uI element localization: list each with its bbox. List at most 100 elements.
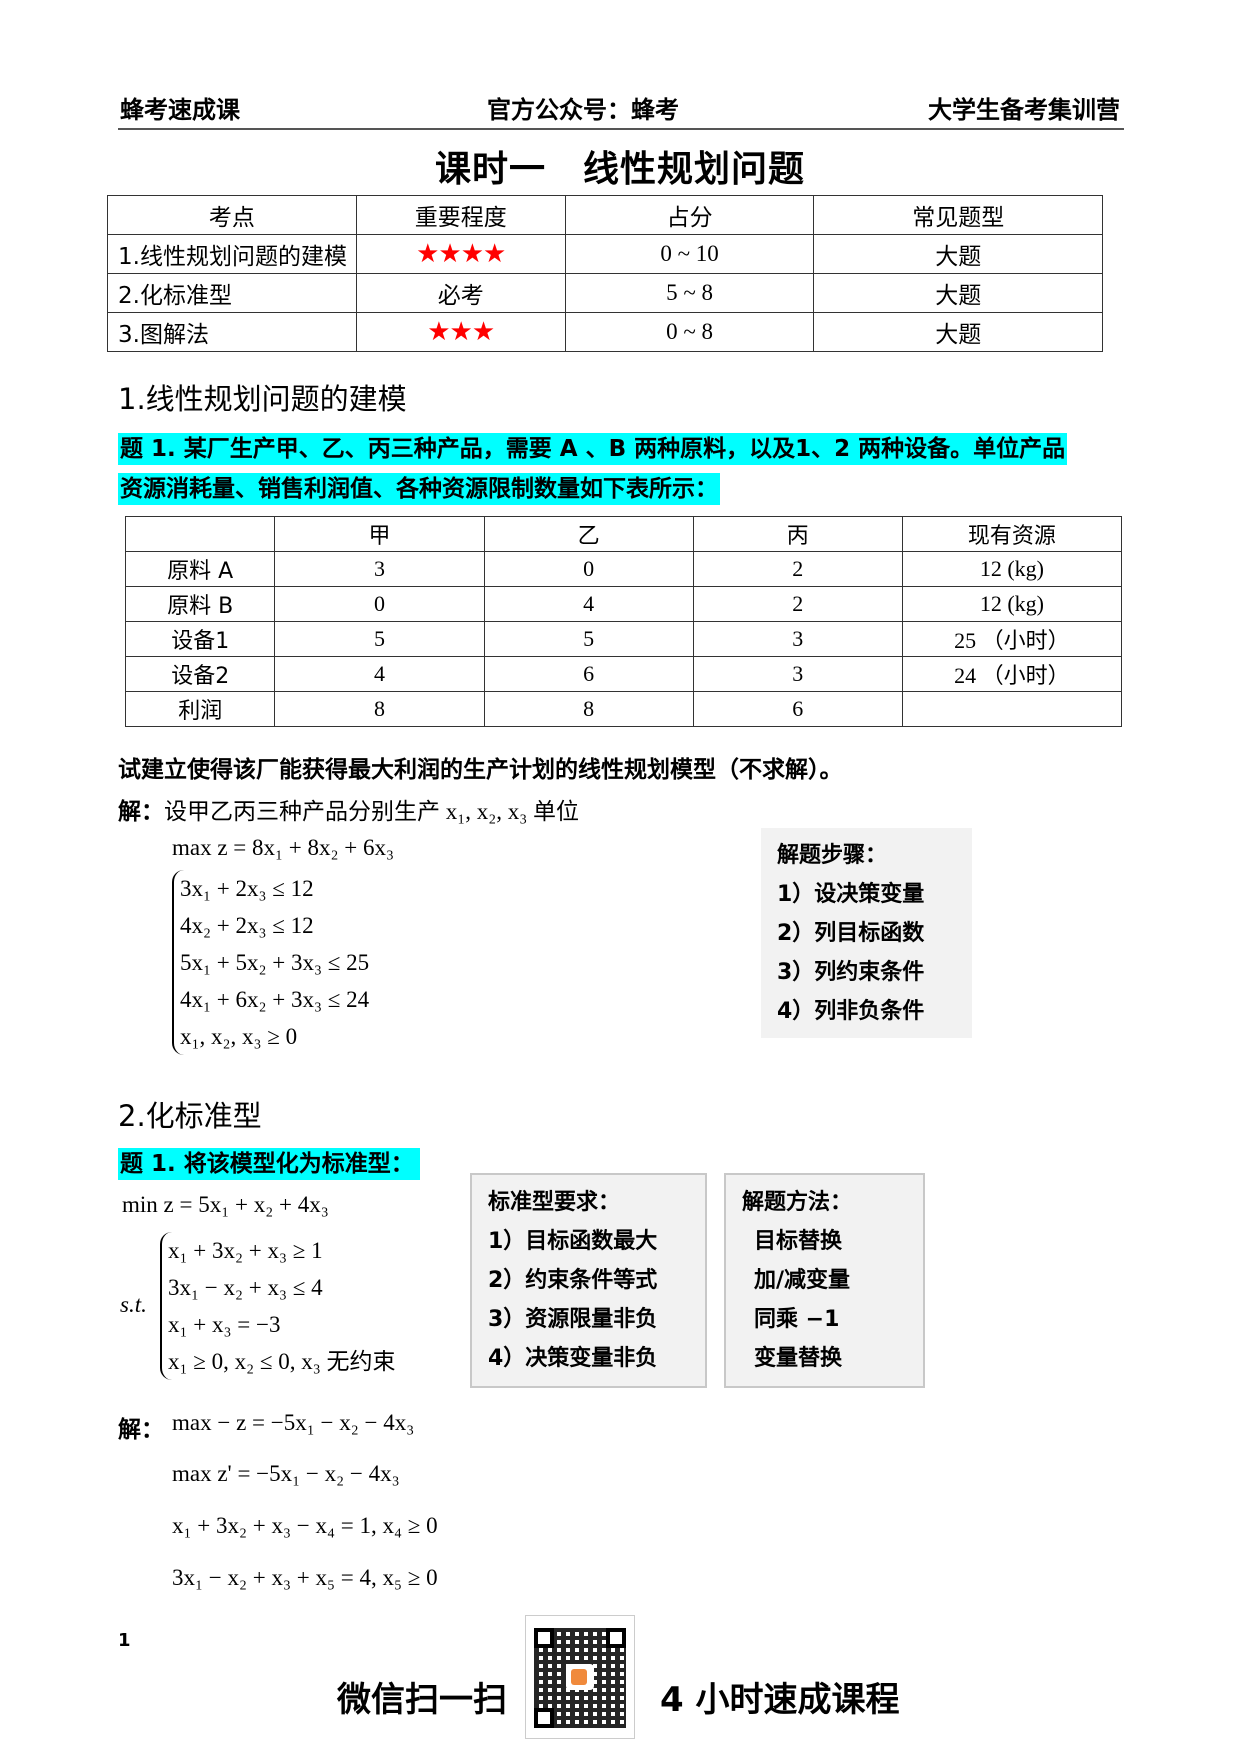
- requirement-item: 4）决策变量非负: [488, 1346, 658, 1371]
- table-row: 设备2 4 6 3 24 （小时）: [124, 656, 1123, 692]
- cell: 3: [692, 656, 903, 692]
- steps-title: 解题步骤：: [777, 843, 888, 868]
- box-title: 解题方法：: [742, 1190, 853, 1215]
- column-header: 现有资源: [901, 516, 1123, 552]
- requirement-item: 1）目标函数最大: [488, 1229, 658, 1254]
- score-cell: 0 ~ 10: [564, 234, 815, 274]
- topic-cell: 1.线性规划问题的建模: [107, 234, 357, 274]
- column-header: [124, 516, 276, 552]
- solution-methods-box: 解题方法： 目标替换 加/减变量 同乘 −1 变量替换: [724, 1173, 925, 1388]
- score-cell: 0 ~ 8: [564, 312, 815, 352]
- table-row: 1.线性规划问题的建模 ★★★★ 0 ~ 10 大题: [107, 234, 1103, 274]
- cell: 2: [692, 586, 903, 622]
- constraint: x₁ + x₃ = −3: [168, 1312, 281, 1337]
- column-header: 重要程度: [355, 195, 566, 235]
- column-header: 常见题型: [813, 195, 1103, 235]
- table-row: 原料 A 3 0 2 12 (kg): [124, 551, 1123, 587]
- st-label: s.t.: [120, 1292, 147, 1317]
- constraint: x₁ + 3x₂ + x₃ ≥ 1: [168, 1238, 323, 1263]
- cell: 5: [483, 621, 694, 657]
- table-row: 2.化标准型 必考 5 ~ 8 大题: [107, 273, 1103, 313]
- column-header: 考点: [107, 195, 357, 235]
- solution-line: max z' = −5x₁ − x₂ − 4x₃: [172, 1461, 400, 1486]
- cell: 3: [274, 551, 485, 587]
- topic-cell: 3.图解法: [107, 312, 357, 352]
- header-camp: 大学生备考集训营: [928, 96, 1120, 124]
- constraint: 5x₁ + 5x₂ + 3x₃ ≤ 25: [180, 950, 370, 975]
- cell: 0: [274, 586, 485, 622]
- row-label: 利润: [124, 691, 276, 727]
- column-header: 丙: [692, 516, 903, 552]
- cell: 3: [692, 621, 903, 657]
- table-row: 利润 8 8 6: [124, 691, 1123, 727]
- qr-finder-icon: [534, 1628, 554, 1648]
- standard-form-requirements-box: 标准型要求： 1）目标函数最大 2）约束条件等式 3）资源限量非负 4）决策变量…: [470, 1173, 707, 1388]
- question-highlight: 题 1. 将该模型化为标准型：: [118, 1148, 420, 1180]
- importance-stars: ★★★★: [355, 234, 566, 274]
- type-cell: 大题: [813, 312, 1103, 352]
- constraint-system: x₁ + 3x₂ + x₃ ≥ 1 3x₁ − x₂ + x₃ ≤ 4 x₁ +…: [160, 1232, 448, 1380]
- qr-code-icon[interactable]: [525, 1615, 635, 1739]
- section-heading-modeling: 1.线性规划问题的建模: [118, 382, 407, 416]
- row-label: 设备1: [124, 621, 276, 657]
- requirement-item: 3）资源限量非负: [488, 1307, 658, 1332]
- table-row: 3.图解法 ★★★ 0 ~ 8 大题: [107, 312, 1103, 352]
- table-row: 设备1 5 5 3 25 （小时）: [124, 621, 1123, 657]
- topic-cell: 2.化标准型: [107, 273, 357, 313]
- objective-function: max z = 8x₁ + 8x₂ + 6x₃: [172, 835, 395, 860]
- method-item: 变量替换: [754, 1346, 843, 1371]
- constraint: 3x₁ + 2x₃ ≤ 12: [180, 876, 314, 901]
- row-label: 原料 A: [124, 551, 276, 587]
- cell: 5: [274, 621, 485, 657]
- header-official-account: 官方公众号：蜂考: [487, 96, 679, 124]
- objective-function: min z = 5x₁ + x₂ + 4x₃: [122, 1192, 329, 1217]
- importance-text: 必考: [355, 273, 566, 313]
- method-item: 加/减变量: [754, 1268, 851, 1293]
- method-item: 同乘 −1: [754, 1307, 840, 1332]
- qr-finder-icon: [534, 1708, 554, 1728]
- cell: 8: [274, 691, 485, 727]
- solution-label: 解：: [118, 799, 164, 825]
- question-highlight: 题 1. 某厂生产甲、乙、丙三种产品，需要 A 、B 两种原料，以及1、2 两种…: [118, 433, 1068, 465]
- overview-table: 考点 重要程度 占分 常见题型 1.线性规划问题的建模 ★★★★ 0 ~ 10 …: [107, 195, 1103, 352]
- cell: 2: [692, 551, 903, 587]
- cell: 6: [692, 691, 903, 727]
- page-title: 课时一 线性规划问题: [434, 149, 805, 190]
- constraint: 4x₂ + 2x₃ ≤ 12: [180, 913, 314, 938]
- solution-line: x₁ + 3x₂ + x₃ − x₄ = 1, x₄ ≥ 0: [172, 1513, 438, 1538]
- header-brand: 蜂考速成课: [120, 96, 240, 124]
- steps-box: 解题步骤： 1）设决策变量 2）列目标函数 3）列约束条件 4）列非负条件: [761, 828, 972, 1038]
- row-label: 原料 B: [124, 586, 276, 622]
- cell: 4: [274, 656, 485, 692]
- page-number: 1: [118, 1630, 131, 1651]
- table-header-row: 考点 重要程度 占分 常见题型: [107, 195, 1103, 235]
- type-cell: 大题: [813, 234, 1103, 274]
- resource-table: 甲 乙 丙 现有资源 原料 A 3 0 2 12 (kg) 原料 B 0 4 2…: [124, 516, 1123, 727]
- cell: 0: [483, 551, 694, 587]
- solution-intro: 设甲乙丙三种产品分别生产 x₁, x₂, x₃ 单位: [164, 799, 580, 824]
- section-heading-standard-form: 2.化标准型: [118, 1099, 262, 1133]
- cell: [901, 691, 1123, 727]
- cell: 8: [483, 691, 694, 727]
- problem-prompt: 试建立使得该厂能获得最大利润的生产计划的线性规划模型（不求解）。: [118, 757, 843, 783]
- question-highlight: 资源消耗量、销售利润值、各种资源限制数量如下表所示：: [118, 473, 720, 505]
- step-item: 1）设决策变量: [777, 882, 925, 907]
- step-item: 2）列目标函数: [777, 921, 925, 946]
- column-header: 甲: [274, 516, 485, 552]
- qr-finder-icon: [606, 1628, 626, 1648]
- cell: 12 (kg): [901, 586, 1123, 622]
- header-divider: [118, 128, 1124, 130]
- solution-label: 解：: [118, 1417, 164, 1443]
- scan-prompt: 微信扫一扫: [337, 1680, 507, 1720]
- box-title: 标准型要求：: [488, 1190, 621, 1215]
- type-cell: 大题: [813, 273, 1103, 313]
- column-header: 乙: [483, 516, 694, 552]
- row-label: 设备2: [124, 656, 276, 692]
- cell: 6: [483, 656, 694, 692]
- importance-stars: ★★★: [355, 312, 566, 352]
- table-header-row: 甲 乙 丙 现有资源: [124, 516, 1123, 552]
- brand-logo-icon: [566, 1664, 594, 1690]
- column-header: 占分: [564, 195, 815, 235]
- constraint: x₁ ≥ 0, x₂ ≤ 0, x₃ 无约束: [168, 1349, 396, 1374]
- constraint: 3x₁ − x₂ + x₃ ≤ 4: [168, 1275, 323, 1300]
